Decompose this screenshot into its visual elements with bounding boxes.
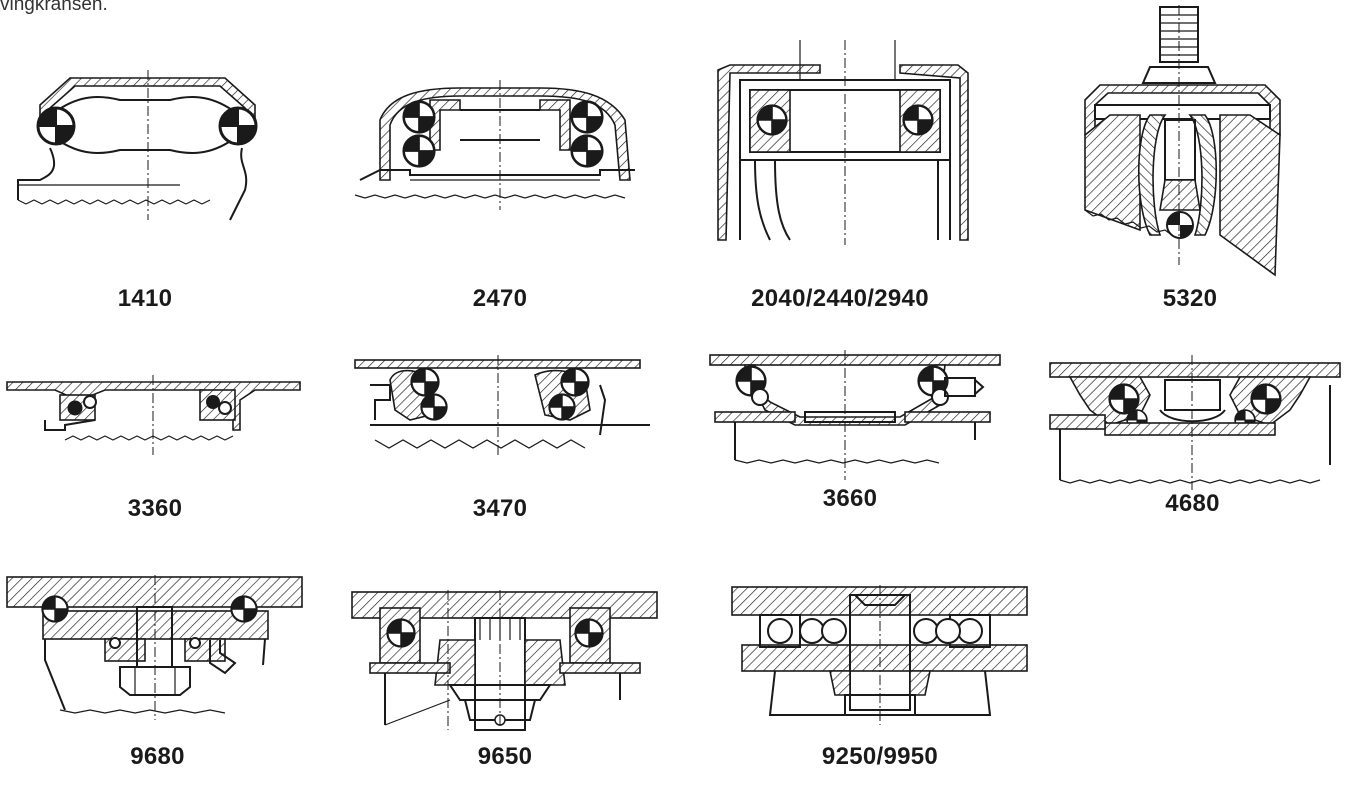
drawing-3660 <box>709 350 1001 480</box>
label-9250: 9250/9950 <box>821 743 939 770</box>
diagram-3360: 3360 <box>5 370 305 522</box>
label-2470: 2470 <box>472 285 528 312</box>
label-3470: 3470 <box>472 495 528 522</box>
diagram-4680: 4680 <box>1040 355 1345 517</box>
drawing-1410 <box>17 70 258 221</box>
diagram-3660: 3660 <box>705 350 1001 512</box>
label-3660: 3660 <box>822 485 878 512</box>
diagram-9680: 9680 <box>5 575 310 770</box>
drawing-9650 <box>351 590 658 731</box>
diagram-9650: 9650 <box>350 590 660 770</box>
diagram-2040-2440-2940: 2040/2440/2940 <box>700 40 980 312</box>
label-3360: 3360 <box>127 495 183 522</box>
label-5320: 5320 <box>1162 285 1218 312</box>
drawing-9250 <box>731 585 1028 725</box>
drawing-2040 <box>717 40 969 245</box>
label-9680: 9680 <box>130 743 185 770</box>
diagram-3470: 3470 <box>350 355 650 522</box>
drawing-4680 <box>1049 355 1341 490</box>
diagram-5320: 5320 <box>1080 5 1300 312</box>
drawing-3360 <box>6 375 301 455</box>
label-2040: 2040/2440/2940 <box>751 285 929 312</box>
intro-text: vingkransen. <box>0 0 108 15</box>
diagram-2470: 2470 <box>350 80 650 312</box>
diagram-1410: 1410 <box>10 70 280 312</box>
label-9650: 9650 <box>477 743 533 770</box>
drawing-5320 <box>1084 5 1281 277</box>
label-4680: 4680 <box>1165 490 1220 517</box>
label-1410: 1410 <box>117 285 173 312</box>
drawing-2470 <box>354 80 635 210</box>
diagram-9250-9950: 9250/9950 <box>730 585 1030 770</box>
drawing-3470 <box>354 355 650 455</box>
drawing-9680 <box>6 575 303 720</box>
